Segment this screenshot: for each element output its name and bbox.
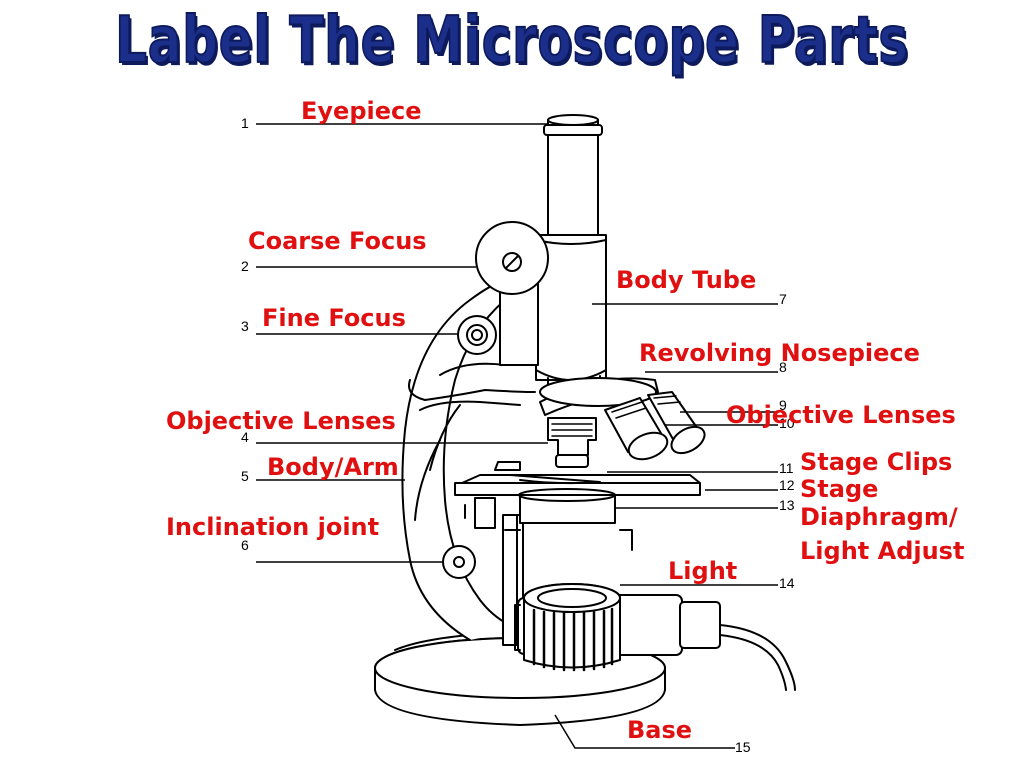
number-9: 9 [779,397,787,413]
label-light: Light [668,557,738,585]
label-inclination-joint: Inclination joint [166,513,380,541]
number-14: 14 [779,575,795,591]
label-eyepiece: Eyepiece [301,97,422,125]
number-4: 4 [241,429,249,445]
light-unit [514,583,796,691]
leader-lines [256,123,778,749]
label-body-tube: Body Tube [616,266,757,294]
label-objective-lenses-right: Objective Lenses [726,401,956,429]
label-light-adjust: Light Adjust [800,537,965,565]
number-15: 15 [735,739,751,755]
number-5: 5 [241,468,249,484]
number-2: 2 [241,258,249,274]
label-stage: Stage [800,475,879,503]
focus-knobs [457,221,549,366]
number-3: 3 [241,318,249,334]
diagram-title: Label The Microscope Parts [114,3,909,79]
number-8: 8 [779,359,787,375]
label-fine-focus: Fine Focus [262,304,406,332]
part-numbers: 1 2 3 4 5 6 7 8 9 10 11 12 13 14 15 [241,115,795,755]
label-stage-clips: Stage Clips [800,448,953,476]
number-6: 6 [241,537,249,553]
stage-shape [454,461,701,551]
label-base: Base [627,716,693,744]
body-tube-shape [535,114,607,395]
number-11: 11 [779,460,794,476]
label-diaphragm: Diaphragm/ [800,503,958,531]
number-1: 1 [241,115,249,131]
label-coarse-focus: Coarse Focus [248,227,427,255]
number-7: 7 [779,291,787,307]
number-12: 12 [779,477,795,493]
number-10: 10 [779,415,795,431]
label-revolving-nosepiece: Revolving Nosepiece [639,339,920,367]
label-objective-lenses-left: Objective Lenses [166,407,396,435]
number-13: 13 [779,497,795,513]
label-body-arm: Body/Arm [267,453,399,481]
nosepiece-shape [539,377,706,468]
